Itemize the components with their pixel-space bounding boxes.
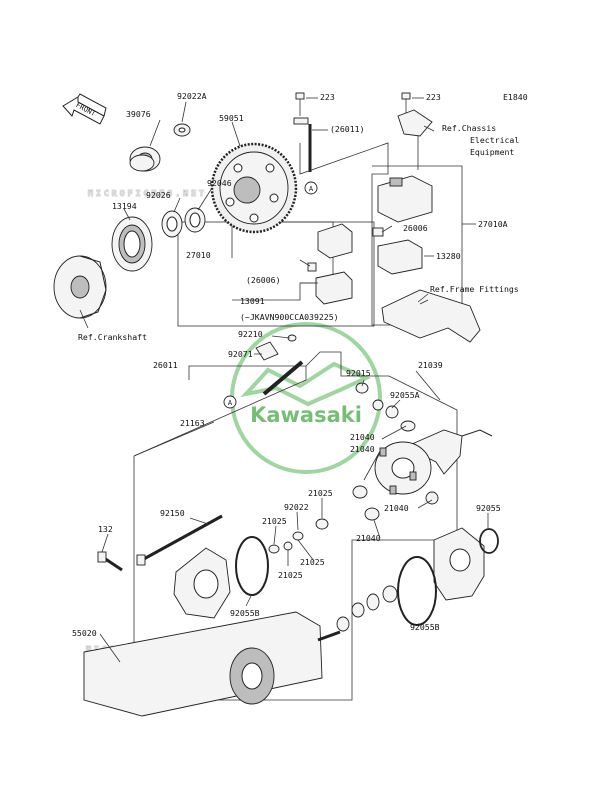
label-21040-b: 21040 [350, 444, 375, 454]
relay-bracket [397, 109, 433, 170]
cover-13280 [377, 239, 423, 275]
ref-frame-fittings: Ref.Frame Fittings [430, 284, 519, 294]
label-92046: 92046 [207, 178, 232, 188]
label-21040-c: 21040 [384, 503, 409, 513]
front-cover [433, 527, 485, 601]
rotor-crankshaft [53, 255, 107, 319]
label-21040-d: 21040 [356, 533, 381, 543]
label-39076: 39076 [126, 109, 151, 119]
leader-lines [79, 97, 489, 663]
terminal-26011 [262, 360, 304, 396]
bolt-223-right [401, 92, 411, 114]
label-92055: 92055 [476, 503, 501, 513]
label-21025-b: 21025 [262, 516, 287, 526]
cover-13091 [315, 271, 353, 305]
label-13194: 13194 [112, 201, 137, 211]
relay-27010A [377, 175, 433, 223]
bolt-223-left [295, 92, 305, 116]
label-92015: 92015 [346, 368, 371, 378]
svg-text:A: A [228, 399, 233, 407]
callout-a-top: A [304, 181, 318, 195]
front-washers [336, 585, 398, 632]
label-223-left: 223 [320, 92, 335, 102]
label-13280: 13280 [436, 251, 461, 261]
label-26006: 26006 [403, 223, 428, 233]
label-27010: 27010 [186, 250, 211, 260]
o-ring-92055B-rear [235, 536, 269, 596]
bushing-92071 [255, 341, 279, 361]
label-92055B-front: 92055B [410, 622, 440, 632]
needle-bearing-92046 [184, 207, 206, 233]
serial-note: (~JKAVN900CCA039225) [240, 312, 339, 322]
gear-59051 [210, 142, 298, 234]
label-21025-a: 21025 [308, 488, 333, 498]
one-way-clutch-13194 [111, 216, 153, 272]
ref-chassis-line1: Ref.Chassis [442, 123, 496, 133]
kawasaki-logo: Kawasaki [230, 322, 382, 474]
diagram-id: E1840 [503, 92, 528, 102]
label-92210: 92210 [238, 329, 263, 339]
starter-motor-55020 [83, 611, 341, 717]
washer-92026 [161, 210, 183, 238]
label-26006-paren: (26006) [246, 275, 281, 285]
label-92026: 92026 [146, 190, 171, 200]
watermark-top: MICROFICHES.NET [88, 188, 207, 198]
label-21040-a: 21040 [350, 432, 375, 442]
label-21025-d: 21025 [278, 570, 303, 580]
brush-plate [374, 441, 432, 495]
callout-a-bottom: A [223, 395, 237, 409]
relay-box-frame [299, 142, 463, 326]
label-13091: 13091 [240, 296, 265, 306]
starter-gear-39076 [129, 146, 161, 172]
label-26011: 26011 [153, 360, 178, 370]
bolt-leader [188, 365, 306, 380]
washer-92022A [173, 123, 191, 137]
label-92022: 92022 [284, 502, 309, 512]
label-55020: 55020 [72, 628, 97, 638]
label-132: 132 [98, 524, 113, 534]
bracket-rod-26011 [293, 117, 312, 172]
relay-27010 [317, 223, 353, 259]
label-223-right: 223 [426, 92, 441, 102]
label-21025-c: 21025 [300, 557, 325, 567]
o-ring-92055 [479, 528, 499, 554]
label-92071: 92071 [228, 349, 253, 359]
ref-chassis-line2: Electrical [470, 135, 519, 145]
frame-fittings-bracket [381, 289, 481, 343]
front-arrow-icon: FRONT [62, 93, 107, 125]
kawasaki-text: Kawasaki [250, 403, 362, 427]
label-26011-paren: (26011) [330, 124, 365, 134]
label-21163: 21163 [180, 418, 205, 428]
ref-chassis-line3: Equipment [470, 147, 514, 157]
svg-text:A: A [309, 185, 314, 193]
fuse-26006-old [307, 262, 317, 272]
bolt-132 [97, 551, 123, 572]
label-92022A: 92022A [177, 91, 207, 101]
brush-springs-21040 [352, 485, 439, 521]
o-ring-92015 [355, 382, 369, 394]
fuse-26006 [372, 227, 384, 237]
label-27010A: 27010A [478, 219, 508, 229]
ref-crankshaft: Ref.Crankshaft [78, 332, 147, 342]
rear-cover [173, 547, 231, 619]
washers-92055A [372, 399, 416, 432]
label-92055A: 92055A [390, 390, 420, 400]
label-59051: 59051 [219, 113, 244, 123]
label-21039: 21039 [418, 360, 443, 370]
label-92055B-rear: 92055B [230, 608, 260, 618]
o-ring-92055B-front [397, 556, 437, 626]
bolt-92150 [136, 514, 223, 566]
label-92150: 92150 [160, 508, 185, 518]
